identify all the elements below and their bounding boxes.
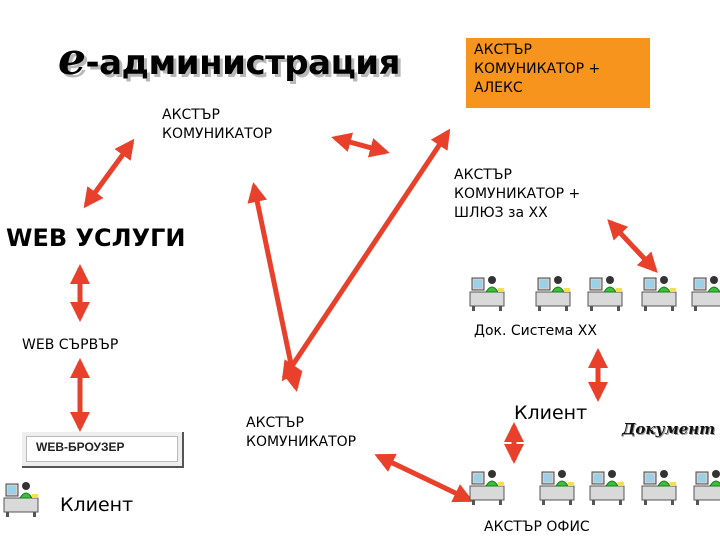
title-text: -администрация — [85, 43, 401, 83]
office-label: АКСТЪР ОФИС — [484, 519, 590, 535]
workstation-icon — [534, 272, 574, 312]
actor-bottom-label: АКСТЪР КОМУНИКАТОР — [246, 415, 357, 450]
arrow-top-to-alex — [331, 132, 390, 158]
workstation-icon — [690, 272, 720, 312]
actor-top-label: АКСТЪР КОМУНИКАТОР — [162, 107, 273, 142]
workstation-icon — [640, 272, 680, 312]
page-title: e-администрация — [58, 34, 400, 85]
arrow-alex-to-bottom — [281, 128, 451, 382]
client-right-label: Клиент — [514, 402, 588, 424]
doc-system-label: Док. Система ХХ — [474, 323, 597, 339]
workstation-icon — [586, 272, 626, 312]
actor-gateway-label: АКСТЪР КОМУНИКАТОР + ШЛЮЗ за ХХ — [454, 167, 581, 221]
title-e-letter: e — [58, 34, 86, 85]
arrow-bottom-to-office — [374, 453, 474, 503]
arrow-gateway-to-doc — [607, 219, 658, 273]
workstation-icon — [640, 466, 680, 506]
document-label: Документ — [622, 420, 716, 438]
arrow-top-to-bottom — [247, 182, 303, 392]
browser-label: WEB-БРОУЗЕР — [36, 440, 125, 454]
workstation-icon — [692, 466, 720, 506]
arrow-top-to-webservices — [83, 138, 135, 209]
web-services-label: WEB УСЛУГИ — [6, 224, 186, 252]
workstation-icon — [588, 466, 628, 506]
workstation-icon — [468, 466, 508, 506]
browser-bar — [26, 436, 178, 462]
browser-window: WEB-БРОУЗЕР — [22, 432, 184, 468]
workstation-icon — [2, 478, 42, 518]
workstation-icon — [538, 466, 578, 506]
actor-alex-box: АКСТЪР КОМУНИКАТОР + АЛЕКС — [466, 38, 650, 108]
workstation-icon — [468, 272, 508, 312]
web-server-label: WEB СЪРВЪР — [22, 337, 119, 353]
client-left-label: Клиент — [60, 494, 134, 516]
